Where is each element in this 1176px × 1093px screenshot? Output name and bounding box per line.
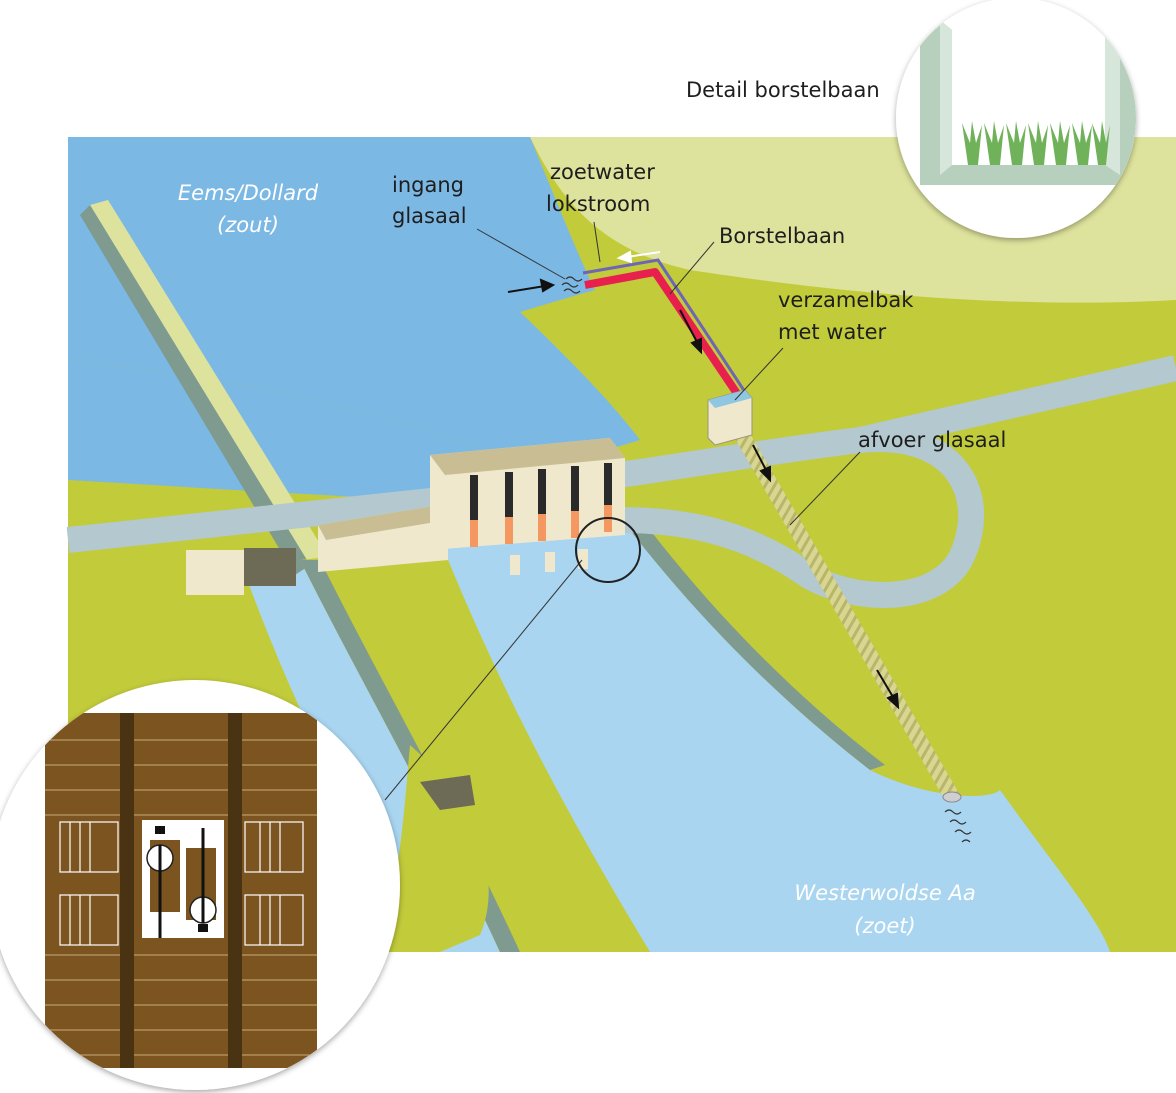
river-type-label: (zoet) xyxy=(854,914,915,938)
labels: Detail borstelbaan Eems/Dollard (zout) W… xyxy=(178,78,1006,938)
eel-outlet-squiggles xyxy=(944,809,972,843)
outlet-tube xyxy=(730,425,960,800)
map xyxy=(68,137,1176,952)
road-loop xyxy=(66,426,985,608)
lower-lock-gate xyxy=(420,775,475,810)
sea-inlet xyxy=(68,360,540,500)
collector-water xyxy=(708,390,752,408)
eel-pass xyxy=(561,258,972,843)
leader-lines xyxy=(384,221,861,801)
lure-label-line1: zoetwater xyxy=(550,160,655,184)
flow-arrow-icon xyxy=(752,444,771,483)
dike-strip-shadow xyxy=(80,205,310,575)
outlet-label: afvoer glasaal xyxy=(858,428,1006,452)
river-name-label: Westerwoldse Aa xyxy=(794,881,975,905)
land-between-channels xyxy=(300,545,650,952)
dike-strip xyxy=(90,200,330,565)
sea-type-label: (zout) xyxy=(217,213,279,237)
sluice-piers xyxy=(510,549,588,575)
entrance-label-line2: glasaal xyxy=(392,204,467,228)
flow-arrows xyxy=(507,250,900,710)
brush-track xyxy=(584,268,744,401)
sluice-gate-detail-icon xyxy=(0,680,400,1090)
collector-label-line2: met water xyxy=(778,320,886,344)
leader-brush xyxy=(669,241,715,295)
leader-lure xyxy=(593,221,601,263)
lure-label-line2: lokstroom xyxy=(546,192,650,216)
river-area xyxy=(440,530,1110,952)
flow-arrow-icon xyxy=(876,669,900,710)
collector-label-line1: verzamelbak xyxy=(778,288,914,312)
outlet-mouth xyxy=(942,791,962,803)
sluice-complex xyxy=(186,438,625,810)
leader-outlet xyxy=(789,451,861,526)
main-sluice-roof xyxy=(430,438,625,475)
river-bank-shadow xyxy=(630,530,885,770)
entrance-label-line1: ingang xyxy=(392,173,464,197)
leader-entrance xyxy=(476,228,566,280)
gate-highlight-circle xyxy=(575,517,641,583)
lure-pipe xyxy=(582,258,747,393)
flow-arrow-icon xyxy=(679,309,702,355)
detail-title: Detail borstelbaan xyxy=(686,78,880,102)
leader-gate-detail xyxy=(384,559,583,801)
flow-arrow-icon xyxy=(507,278,556,293)
brush-label: Borstelbaan xyxy=(719,224,845,248)
lock-building xyxy=(186,550,244,595)
leader-collector xyxy=(734,347,784,401)
sea-area xyxy=(68,137,640,470)
road-east xyxy=(857,355,1176,453)
eel-entrance-squiggles xyxy=(561,276,583,294)
sea-name-label: Eems/Dollard xyxy=(178,181,319,205)
road xyxy=(66,355,1176,608)
long-building-roof xyxy=(318,505,448,540)
lure-flow-arrow-icon xyxy=(616,250,661,264)
lock-gate-dark xyxy=(244,548,296,586)
